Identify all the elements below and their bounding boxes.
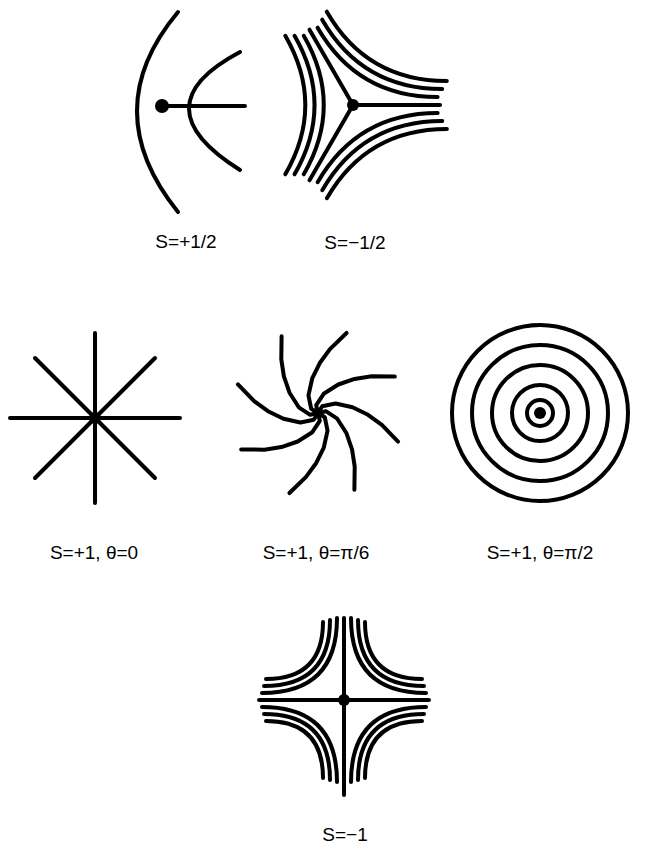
half-minus-defect	[225, 12, 451, 233]
defect-label: S=+1/2	[155, 231, 216, 254]
minus-one-defect	[259, 618, 429, 795]
defect-label: S=+1, θ=π/2	[487, 542, 594, 565]
defect-label: S=−1/2	[324, 232, 385, 255]
half-plus-defect	[137, 12, 245, 212]
spiral-defect	[238, 333, 399, 494]
defect-label: S=+1, θ=0	[50, 542, 138, 565]
radial-defect	[10, 333, 180, 503]
defect-label: S=+1, θ=π/6	[263, 542, 370, 565]
defect-label: S=−1	[322, 824, 367, 847]
circular-defect	[452, 325, 628, 501]
